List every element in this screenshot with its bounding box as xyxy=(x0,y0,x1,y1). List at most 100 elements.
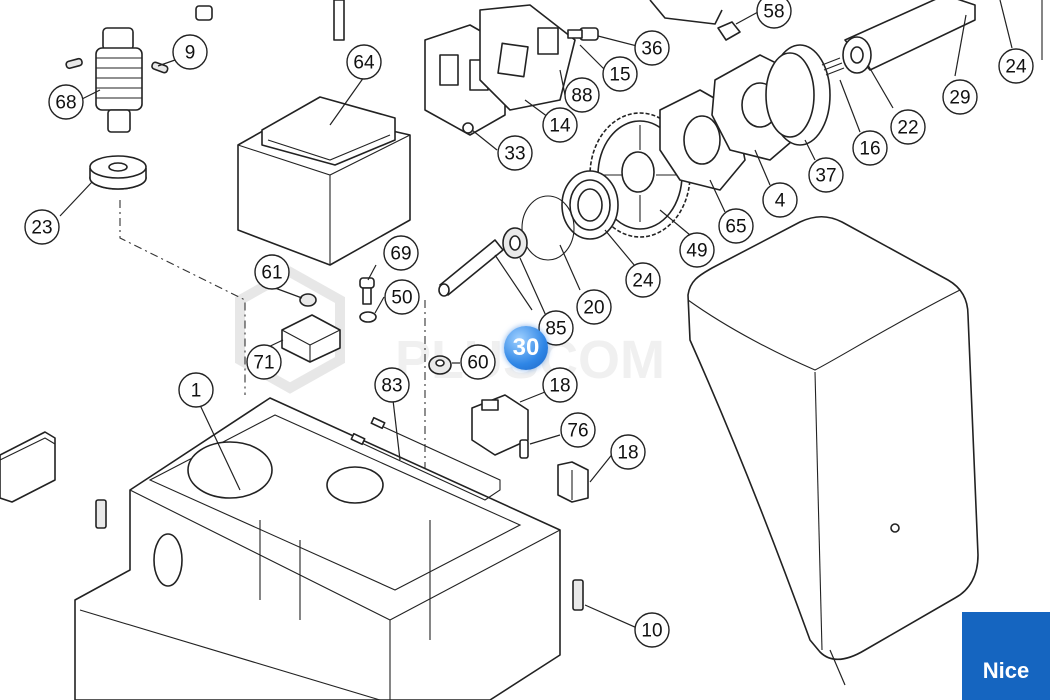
callout-76[interactable]: 76 xyxy=(560,412,596,448)
callout-69[interactable]: 69 xyxy=(383,235,419,271)
callout-group: 1491014151618182022232424293336374950586… xyxy=(24,0,1034,648)
callout-label: 49 xyxy=(686,241,707,262)
callout-circle xyxy=(852,130,888,166)
callout-circle xyxy=(890,109,926,145)
part-30-shaft xyxy=(438,239,504,297)
callout-label: 83 xyxy=(381,376,402,397)
callout-circle xyxy=(460,344,496,380)
pin-icon xyxy=(151,61,169,74)
callout-22[interactable]: 22 xyxy=(890,109,926,145)
callout-label: 16 xyxy=(859,139,880,160)
callout-14[interactable]: 14 xyxy=(542,107,578,143)
callout-24[interactable]: 24 xyxy=(625,262,661,298)
callout-15[interactable]: 15 xyxy=(602,56,638,92)
callout-16[interactable]: 16 xyxy=(852,130,888,166)
callout-circle xyxy=(383,235,419,271)
callout-circle xyxy=(610,434,646,470)
callout-circle xyxy=(564,77,600,113)
callout-23[interactable]: 23 xyxy=(24,209,60,245)
callout-label: 36 xyxy=(641,39,662,60)
callout-label: 64 xyxy=(353,53,375,74)
part-76-fuse xyxy=(519,439,529,459)
callout-49[interactable]: 49 xyxy=(679,232,715,268)
pin-icon xyxy=(65,57,83,70)
callout-24[interactable]: 24 xyxy=(998,48,1034,84)
screw-icon xyxy=(195,5,213,21)
leader-lines xyxy=(59,0,1013,686)
callout-71[interactable]: 71 xyxy=(246,344,282,380)
callout-50[interactable]: 50 xyxy=(384,279,420,315)
callout-label: 88 xyxy=(571,86,592,107)
callout-circle xyxy=(178,372,214,408)
callout-4[interactable]: 4 xyxy=(762,182,798,218)
callout-circle xyxy=(576,289,612,325)
callout-circle xyxy=(497,135,533,171)
callout-58[interactable]: 58 xyxy=(756,0,792,29)
callout-circle xyxy=(942,79,978,115)
axis-line-23 xyxy=(119,200,246,395)
callout-circle xyxy=(542,367,578,403)
callout-circle xyxy=(998,48,1034,84)
callout-circle xyxy=(48,84,84,120)
callout-88[interactable]: 88 xyxy=(564,77,600,113)
screw-icon xyxy=(333,0,345,41)
callout-20[interactable]: 20 xyxy=(576,289,612,325)
callout-36[interactable]: 36 xyxy=(634,30,670,66)
callout-circle xyxy=(634,612,670,648)
callout-circle xyxy=(625,262,661,298)
callout-label: 1 xyxy=(191,381,202,402)
callout-9[interactable]: 9 xyxy=(172,34,208,70)
callout-1[interactable]: 1 xyxy=(178,372,214,408)
callout-label: 4 xyxy=(775,191,786,212)
callout-37[interactable]: 37 xyxy=(808,157,844,193)
part-83-cable xyxy=(350,416,501,501)
callout-label: 58 xyxy=(763,2,784,23)
callout-circle xyxy=(346,44,382,80)
callout-circle xyxy=(560,412,596,448)
callout-label: 29 xyxy=(949,88,970,109)
callout-label: 71 xyxy=(253,353,274,374)
callout-circle xyxy=(254,254,290,290)
bracket-top xyxy=(649,0,723,25)
callout-label: 18 xyxy=(617,443,638,464)
callout-33[interactable]: 33 xyxy=(497,135,533,171)
highlighted-part-badge[interactable]: 30 xyxy=(504,326,548,370)
callout-10[interactable]: 10 xyxy=(634,612,670,648)
part-50-washer xyxy=(359,311,377,323)
callout-circle xyxy=(756,0,792,29)
callout-circle xyxy=(718,208,754,244)
callout-circle xyxy=(246,344,282,380)
part-20-o-ring xyxy=(521,195,575,261)
callout-label: 60 xyxy=(467,353,488,374)
brand-logo: Nice xyxy=(962,612,1050,700)
callout-label: 37 xyxy=(815,166,836,187)
callout-circle xyxy=(679,232,715,268)
callout-29[interactable]: 29 xyxy=(942,79,978,115)
part-36-screw xyxy=(567,27,599,41)
callout-circle xyxy=(762,182,798,218)
set-screw-icon xyxy=(95,499,107,529)
part-18-clip xyxy=(557,461,589,503)
part-1-base-housing xyxy=(74,397,561,700)
callout-85[interactable]: 85 xyxy=(538,310,574,346)
callout-64[interactable]: 64 xyxy=(346,44,382,80)
callout-label: 50 xyxy=(391,288,412,309)
callout-circle xyxy=(374,367,410,403)
callout-65[interactable]: 65 xyxy=(718,208,754,244)
callout-circle xyxy=(24,209,60,245)
callout-61[interactable]: 61 xyxy=(254,254,290,290)
callout-circle xyxy=(808,157,844,193)
callout-circle xyxy=(634,30,670,66)
part-23-washer xyxy=(89,155,147,190)
callout-18[interactable]: 18 xyxy=(610,434,646,470)
callout-18[interactable]: 18 xyxy=(542,367,578,403)
callout-68[interactable]: 68 xyxy=(48,84,84,120)
part-68-worm-screw xyxy=(95,27,143,133)
callout-83[interactable]: 83 xyxy=(374,367,410,403)
brand-logo-text: Nice xyxy=(982,658,1030,683)
callout-60[interactable]: 60 xyxy=(460,344,496,380)
callout-label: 68 xyxy=(55,93,76,114)
callout-label: 18 xyxy=(549,376,570,397)
